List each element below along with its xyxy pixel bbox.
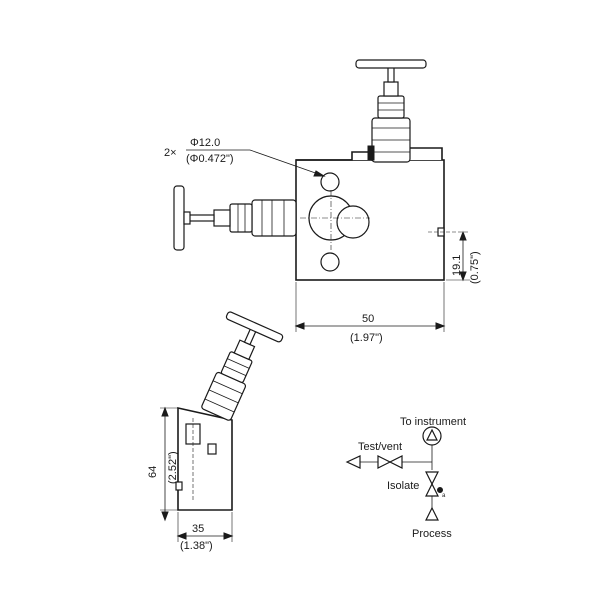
top-valve: [355, 59, 427, 163]
side-valve: [201, 311, 284, 421]
left-valve: [173, 185, 297, 251]
vent-valve-left: [377, 455, 392, 469]
height-mm: 64: [147, 466, 159, 478]
left-valve-handle: [173, 185, 185, 251]
left-valve-gland: [213, 209, 231, 227]
top-valve-handle: [355, 59, 427, 69]
isolate-valve-top: [425, 471, 439, 486]
isolate-label: Isolate: [387, 480, 419, 492]
test-vent-label: Test/vent: [358, 441, 402, 453]
mounting-hole-2: [320, 252, 340, 272]
offset-dimension: 19.1 (0.75"): [446, 230, 481, 284]
side-view: 64 (2.52") 35 (1.38"): [147, 311, 284, 552]
left-valve-stem: [187, 214, 215, 222]
hole-diameter-in: (Φ0.472"): [186, 153, 234, 165]
isolate-mark: a: [442, 493, 446, 499]
process-label: Process: [412, 528, 452, 540]
process-arrow: [425, 506, 439, 521]
depth-dimension: 35 (1.38"): [176, 512, 234, 552]
left-valve-bonnet: [251, 199, 297, 237]
to-instrument-label: To instrument: [400, 416, 466, 428]
top-valve-nut: [377, 95, 405, 119]
mounting-hole-1: [320, 172, 340, 192]
hole-diameter-mm: Φ12.0: [190, 137, 220, 149]
side-block: [177, 407, 233, 511]
side-valve-handle: [225, 311, 284, 343]
width-dimension: 50 (1.97"): [294, 282, 446, 344]
offset-in: (0.75"): [469, 251, 481, 284]
flow-schematic: To instrument Test/vent a Isolate Proces…: [345, 416, 466, 540]
height-dimension: 64 (2.52"): [147, 406, 179, 522]
vent-arrow: [345, 455, 361, 469]
hole-callout: 2× Φ12.0 (Φ0.472"): [164, 137, 326, 177]
isolate-valve-bottom: [425, 482, 439, 497]
front-view: 2× Φ12.0 (Φ0.472") 50 (1.97") 19.1 (0.75…: [164, 59, 481, 344]
depth-mm: 35: [192, 523, 204, 535]
center-port-inner: [336, 205, 370, 239]
width-in: (1.97"): [350, 332, 383, 344]
left-valve-nut: [229, 203, 253, 233]
top-valve-gland: [383, 81, 399, 97]
hole-count-label: 2×: [164, 147, 177, 159]
height-in: (2.52"): [167, 451, 179, 484]
width-mm: 50: [362, 313, 374, 325]
depth-in: (1.38"): [180, 540, 213, 552]
isolate-marker: [437, 487, 443, 493]
offset-mm: 19.1: [451, 255, 463, 276]
vent-valve-right: [388, 455, 403, 469]
